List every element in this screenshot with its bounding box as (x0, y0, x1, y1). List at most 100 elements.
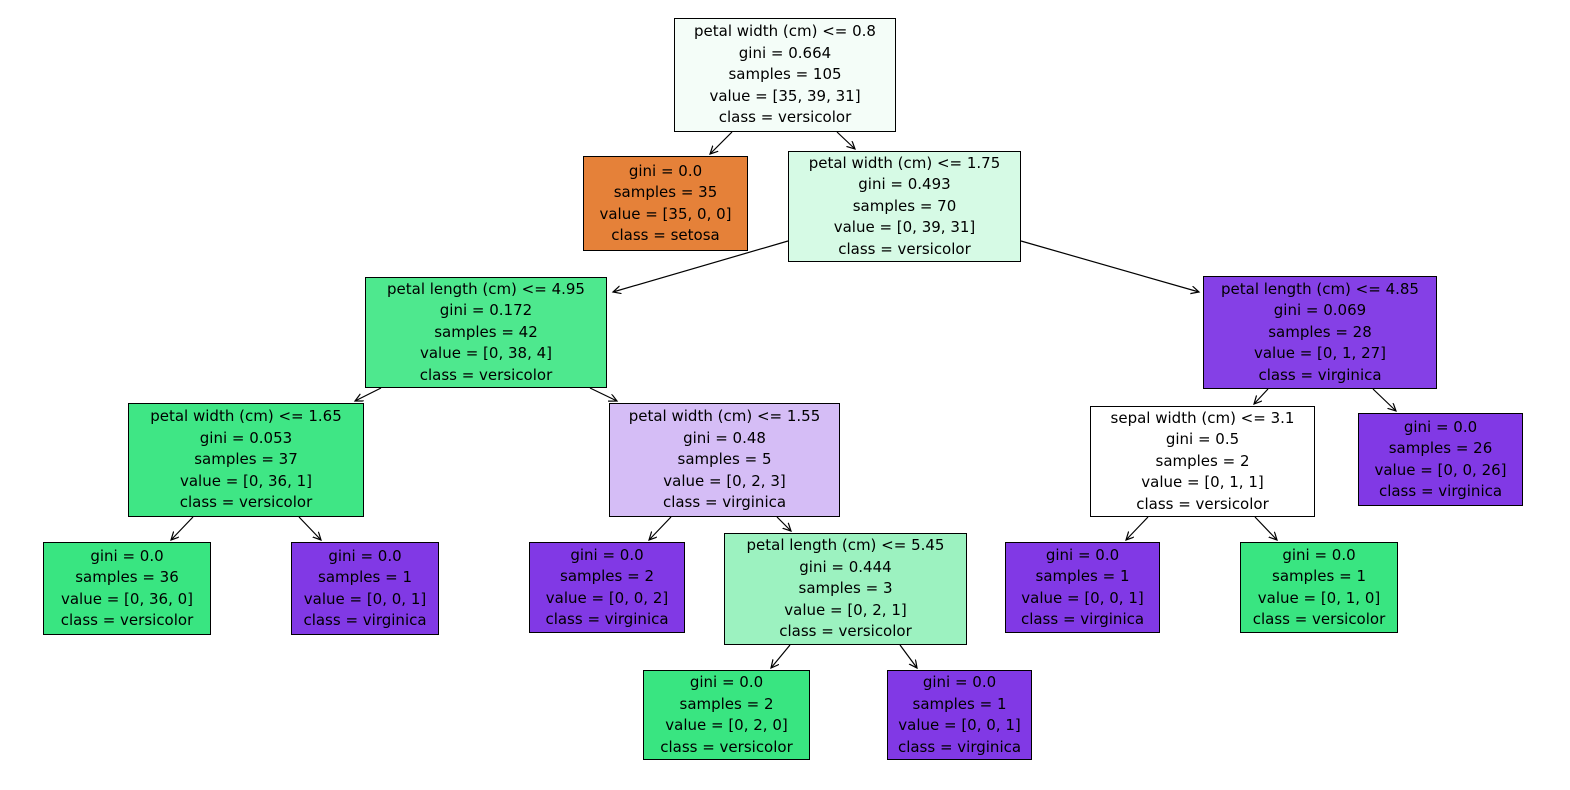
node-line-samples: samples = 2 (560, 567, 654, 585)
node-line-class: class = versicolor (660, 737, 793, 756)
node-line-gini: gini = 0.0 (1045, 545, 1120, 564)
edge-pl495-to-pw165 (355, 387, 382, 401)
node-sepal-width-3-1: sepal width (cm) <= 3.1 gini = 0.5 sampl… (1090, 406, 1315, 517)
node-line-class: class = versicolor (718, 108, 852, 127)
node-line-value: value = [0, 2, 3] (663, 471, 786, 490)
node-line-condition: sepal width (cm) <= 3.1 (1110, 408, 1295, 427)
node-petal-width-1-55: petal width (cm) <= 1.55 gini = 0.48 sam… (609, 403, 840, 517)
node-line-class: class = virginica (1020, 610, 1145, 628)
node-line-value: value = [0, 36, 0] (60, 589, 194, 608)
node-line-value: value = [35, 0, 0] (599, 204, 732, 223)
node-line-samples: samples = 1 (1272, 567, 1366, 585)
node-line-gini: gini = 0.0 (922, 673, 997, 691)
node-line-class: class = virginica (545, 610, 669, 628)
node-line-gini: gini = 0.444 (799, 557, 892, 576)
edge-pw165-to-leaf-virginica-1a (298, 516, 321, 540)
edge-pl485-to-sw31 (1254, 388, 1269, 404)
node-line-value: value = [0, 1, 0] (1257, 588, 1381, 607)
node-line-class: class = versicolor (60, 611, 194, 629)
edge-pl545-to-leaf-versicolor-2 (771, 644, 791, 668)
node-line-samples: samples = 2 (1155, 451, 1250, 470)
node-line-value: value = [0, 2, 0] (665, 716, 788, 734)
node-line-class: class = virginica (662, 493, 787, 512)
node-line-class: class = virginica (897, 737, 1022, 756)
node-line-condition: petal width (cm) <= 1.55 (628, 407, 821, 426)
node-line-samples: samples = 42 (434, 322, 538, 341)
edge-pl545-to-leaf-virginica-1c (899, 644, 917, 668)
node-line-gini: gini = 0.0 (1403, 417, 1478, 436)
node-petal-length-4-95: petal length (cm) <= 4.95 gini = 0.172 s… (365, 277, 607, 388)
node-leaf-versicolor-1: gini = 0.0 samples = 1 value = [0, 1, 0]… (1240, 542, 1398, 633)
node-line-value: value = [0, 0, 26] (1374, 460, 1507, 479)
node-line-gini: gini = 0.664 (738, 43, 832, 62)
node-petal-length-4-85: petal length (cm) <= 4.85 gini = 0.069 s… (1203, 276, 1437, 389)
node-line-gini: gini = 0.069 (1273, 301, 1367, 320)
node-line-samples: samples = 3 (798, 579, 893, 598)
edge-sw31-to-leaf-virginica-1b (1126, 516, 1149, 540)
node-line-value: value = [0, 1, 1] (1141, 473, 1264, 492)
node-line-class: class = versicolor (179, 493, 313, 512)
edge-pw155-to-leaf-virginica-2 (649, 516, 672, 540)
node-line-gini: gini = 0.0 (570, 545, 644, 564)
node-leaf-virginica-1c: gini = 0.0 samples = 1 value = [0, 0, 1]… (887, 670, 1032, 760)
node-line-gini: gini = 0.0 (689, 673, 764, 691)
node-leaf-setosa: gini = 0.0 samples = 35 value = [35, 0, … (583, 156, 748, 251)
edge-pw155-to-pl545 (776, 516, 791, 531)
node-line-class: class = versicolor (779, 622, 912, 641)
edge-root-to-pw175 (836, 131, 855, 149)
node-leaf-virginica-26: gini = 0.0 samples = 26 value = [0, 0, 2… (1358, 413, 1523, 506)
edge-pl485-to-leaf-virginica-26 (1372, 388, 1396, 411)
node-line-class: class = versicolor (838, 239, 971, 258)
node-line-value: value = [0, 0, 2] (545, 588, 669, 607)
node-leaf-versicolor-2: gini = 0.0 samples = 2 value = [0, 2, 0]… (643, 670, 810, 760)
node-line-class: class = virginica (1258, 365, 1382, 384)
node-line-samples: samples = 2 (679, 694, 774, 713)
node-line-class: class = virginica (1378, 482, 1503, 500)
node-line-value: value = [0, 38, 4] (419, 344, 553, 363)
node-leaf-versicolor-36: gini = 0.0 samples = 36 value = [0, 36, … (43, 542, 211, 635)
node-line-gini: gini = 0.053 (199, 428, 293, 447)
edge-root-to-setosa-leaf (710, 131, 733, 154)
node-line-condition: petal width (cm) <= 1.75 (808, 153, 1001, 172)
edge-pl495-to-pw155 (589, 387, 617, 401)
edge-pw175-to-pl495 (613, 240, 789, 292)
node-line-class: class = versicolor (1252, 610, 1386, 628)
edge-pw175-to-pl485 (1020, 240, 1199, 292)
node-line-gini: gini = 0.0 (90, 546, 164, 565)
node-line-gini: gini = 0.0 (1282, 545, 1356, 564)
node-line-value: value = [0, 2, 1] (784, 600, 907, 619)
node-line-class: class = virginica (303, 611, 427, 629)
node-line-class: class = setosa (611, 226, 720, 244)
node-line-gini: gini = 0.493 (858, 175, 951, 194)
node-line-gini: gini = 0.172 (439, 301, 533, 320)
node-line-value: value = [0, 36, 1] (179, 471, 313, 490)
edge-sw31-to-leaf-versicolor-1 (1254, 516, 1277, 540)
node-line-value: value = [0, 39, 31] (833, 218, 976, 237)
node-petal-width-1-75: petal width (cm) <= 1.75 gini = 0.493 sa… (788, 151, 1021, 262)
edge-pw165-to-leaf36 (171, 516, 194, 540)
node-line-value: value = [0, 0, 1] (303, 589, 427, 608)
node-line-gini: gini = 0.5 (1165, 430, 1240, 449)
node-line-samples: samples = 28 (1268, 322, 1372, 341)
node-line-samples: samples = 1 (1035, 567, 1130, 585)
node-leaf-virginica-1a: gini = 0.0 samples = 1 value = [0, 0, 1]… (291, 542, 439, 635)
node-line-class: class = versicolor (419, 365, 553, 384)
node-line-samples: samples = 37 (194, 450, 298, 469)
node-root-petal-width-0-8: petal width (cm) <= 0.8 gini = 0.664 sam… (674, 18, 896, 132)
node-line-samples: samples = 26 (1388, 439, 1493, 457)
node-line-samples: samples = 70 (852, 196, 957, 215)
node-line-samples: samples = 1 (912, 694, 1007, 713)
node-line-condition: petal length (cm) <= 4.85 (1221, 279, 1419, 298)
node-line-condition: petal length (cm) <= 5.45 (746, 536, 945, 555)
node-line-value: value = [0, 1, 27] (1253, 344, 1387, 363)
node-line-samples: samples = 35 (613, 183, 718, 201)
node-line-value: value = [0, 0, 1] (1021, 588, 1144, 607)
node-petal-width-1-65: petal width (cm) <= 1.65 gini = 0.053 sa… (128, 403, 364, 517)
node-line-value: value = [0, 0, 1] (898, 716, 1021, 734)
node-leaf-virginica-1b: gini = 0.0 samples = 1 value = [0, 0, 1]… (1005, 542, 1160, 633)
node-line-gini: gini = 0.0 (628, 161, 703, 180)
node-line-gini: gini = 0.0 (328, 546, 402, 565)
node-leaf-virginica-2: gini = 0.0 samples = 2 value = [0, 0, 2]… (529, 542, 685, 633)
